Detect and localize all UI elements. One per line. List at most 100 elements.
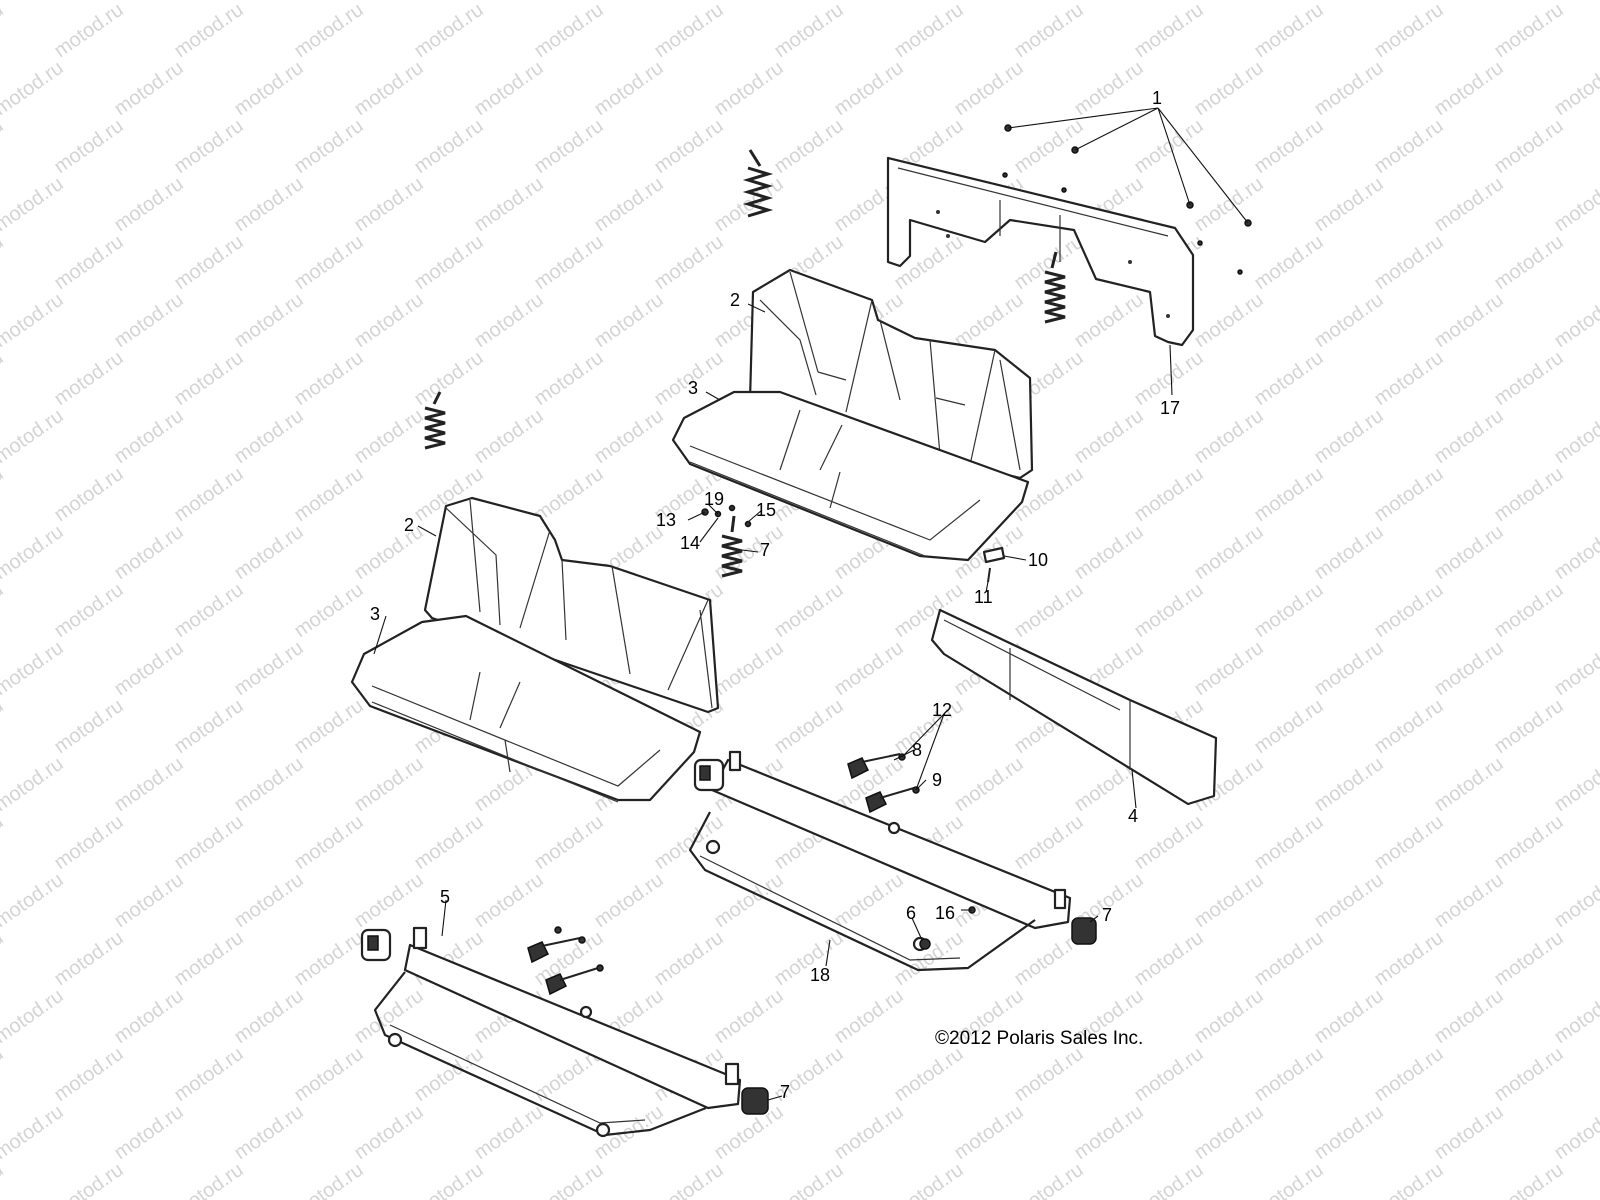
watermark-text: motod.ru — [1310, 289, 1387, 352]
watermark-text: motod.ru — [770, 1159, 847, 1200]
watermark-text: motod.ru — [170, 927, 247, 990]
watermark-text: motod.ru — [290, 231, 367, 294]
watermark-text: motod.ru — [1550, 753, 1600, 816]
watermark-text: motod.ru — [290, 347, 367, 410]
watermark-text: motod.ru — [1490, 231, 1567, 294]
watermark-text: motod.ru — [170, 811, 247, 874]
watermark-text: motod.ru — [590, 0, 667, 4]
watermark-text: motod.ru — [170, 231, 247, 294]
watermark-text: motod.ru — [1310, 637, 1387, 700]
watermark-text: motod.ru — [0, 985, 68, 1048]
watermark-text: motod.ru — [1190, 869, 1267, 932]
watermark-text: motod.ru — [830, 57, 907, 120]
watermark-text: motod.ru — [1190, 289, 1267, 352]
watermark-text: motod.ru — [0, 463, 8, 526]
watermark-text: motod.ru — [0, 1043, 8, 1106]
watermark-text: motod.ru — [1130, 1043, 1207, 1106]
watermark-text: motod.ru — [650, 0, 727, 62]
watermark-text: motod.ru — [1130, 0, 1207, 62]
watermark-text: motod.ru — [170, 695, 247, 758]
watermark-text: motod.ru — [1370, 463, 1447, 526]
watermark-text: motod.ru — [50, 579, 127, 642]
watermark-text: motod.ru — [350, 869, 427, 932]
watermark-text: motod.ru — [1070, 521, 1147, 584]
leader-lines — [373, 107, 1249, 1101]
watermark-text: motod.ru — [470, 0, 547, 4]
rear-back-panel-part-17 — [886, 156, 1195, 347]
watermark-text: motod.ru — [1310, 173, 1387, 236]
watermark-text: motod.ru — [1250, 1159, 1327, 1200]
watermark-text: motod.ru — [0, 1159, 8, 1200]
watermark-text: motod.ru — [410, 115, 487, 178]
watermark-text: motod.ru — [110, 1101, 187, 1164]
bumper-stop-part-7-rear — [1071, 917, 1097, 945]
watermark-text: motod.ru — [230, 173, 307, 236]
watermark-text: motod.ru — [1250, 347, 1327, 410]
watermark-text: motod.ru — [0, 579, 8, 642]
watermark-text: motod.ru — [1550, 405, 1600, 468]
callout-12: 12 — [932, 700, 952, 720]
watermark-text: motod.ru — [1310, 753, 1387, 816]
watermark-text: motod.ru — [770, 579, 847, 642]
watermark-text: motod.ru — [0, 115, 8, 178]
watermark-text: motod.ru — [1010, 579, 1087, 642]
watermark-text: motod.ru — [1550, 57, 1600, 120]
callout-2: 2 — [404, 515, 414, 535]
watermark-text: motod.ru — [1010, 811, 1087, 874]
watermark-text: motod.ru — [230, 753, 307, 816]
watermark-text: motod.ru — [50, 347, 127, 410]
watermark-text: motod.ru — [0, 57, 68, 120]
latch-part-10 — [982, 546, 1006, 564]
watermark-text: motod.ru — [710, 985, 787, 1048]
watermark-text: motod.ru — [50, 811, 127, 874]
callout-7: 7 — [760, 540, 770, 560]
watermark-text: motod.ru — [350, 173, 427, 236]
watermark-text: motod.ru — [1250, 811, 1327, 874]
watermark-text: motod.ru — [1430, 637, 1507, 700]
watermark-text: motod.ru — [950, 57, 1027, 120]
watermark-text: motod.ru — [410, 347, 487, 410]
watermark-text: motod.ru — [290, 1043, 367, 1106]
watermark-text: motod.ru — [1190, 0, 1267, 4]
watermark-text: motod.ru — [530, 1159, 607, 1200]
watermark-text: motod.ru — [230, 0, 307, 4]
watermark-text: motod.ru — [830, 869, 907, 932]
watermark-text: motod.ru — [1550, 985, 1600, 1048]
watermark-text: motod.ru — [1010, 1159, 1087, 1200]
watermark-text: motod.ru — [50, 0, 127, 62]
watermark-text: motod.ru — [110, 521, 187, 584]
watermark-text: motod.ru — [1490, 463, 1567, 526]
callout-14: 14 — [680, 533, 700, 553]
watermark-text: motod.ru — [950, 0, 1027, 4]
nut-part-6 — [919, 938, 931, 950]
watermark-text: motod.ru — [1490, 927, 1567, 990]
spring-left-top — [742, 149, 774, 218]
watermark-text: motod.ru — [0, 927, 8, 990]
watermark-text: motod.ru — [410, 0, 487, 62]
callout-7: 7 — [780, 1082, 790, 1102]
watermark-text: motod.ru — [1370, 1159, 1447, 1200]
watermark-text: motod.ru — [290, 463, 367, 526]
watermark-text: motod.ru — [110, 289, 187, 352]
watermark-text: motod.ru — [710, 0, 787, 4]
watermark-text: motod.ru — [0, 753, 68, 816]
watermark-text: motod.ru — [1550, 869, 1600, 932]
callout-16: 16 — [935, 903, 955, 923]
watermark-text: motod.ru — [1070, 289, 1147, 352]
watermark-text: motod.ru — [1370, 347, 1447, 410]
watermark-text: motod.ru — [530, 0, 607, 62]
watermark-text: motod.ru — [350, 1101, 427, 1164]
watermark-text: motod.ru — [110, 637, 187, 700]
watermark-text: motod.ru — [0, 869, 68, 932]
callout-15: 15 — [756, 500, 776, 520]
callout-8: 8 — [912, 740, 922, 760]
watermark-text: motod.ru — [470, 57, 547, 120]
watermark-text: motod.ru — [1250, 695, 1327, 758]
watermark-text: motod.ru — [0, 289, 68, 352]
watermark-text: motod.ru — [890, 1043, 967, 1106]
watermark-text: motod.ru — [830, 985, 907, 1048]
watermark-text: motod.ru — [0, 405, 68, 468]
watermark-text: motod.ru — [1310, 0, 1387, 4]
watermark-text: motod.ru — [770, 695, 847, 758]
